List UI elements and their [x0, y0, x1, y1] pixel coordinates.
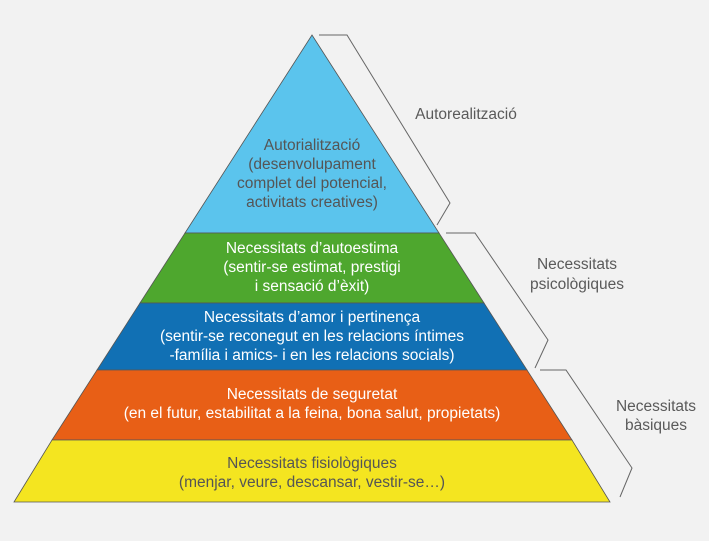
bracket-basic: [540, 369, 633, 498]
level-desc: (sentir-se reconegut en les relacions ín…: [160, 328, 464, 345]
group-label-basic: Necessitats bàsiques: [616, 398, 696, 434]
level-desc: (menjar, veure, descansar, vestir-se…): [179, 474, 445, 491]
level-text-safety: Necessitats de seguretat (en el futur, e…: [124, 386, 501, 422]
level-desc: (desenvolupament: [248, 156, 376, 173]
level-desc: (en el futur, estabilitat a la feina, bo…: [124, 405, 501, 422]
level-desc: activitats creatives): [246, 194, 378, 211]
level-title: Necessitats d’amor i pertinença: [204, 309, 421, 326]
group-label-line: Necessitats: [616, 398, 696, 415]
group-label-line: Necessitats: [537, 256, 617, 273]
bracket-psychological: [446, 232, 549, 369]
group-label-line: bàsiques: [625, 417, 687, 434]
bracket-self-actualization: [319, 34, 451, 226]
level-desc: (sentir-se estimat, prestigi: [223, 259, 400, 276]
level-desc: -família i amics- i en les relacions soc…: [169, 347, 454, 364]
group-label-self-actualization: Autorealització: [415, 106, 517, 123]
level-title: Necessitats fisiològiques: [227, 455, 397, 472]
level-title: Necessitats d’autoestima: [226, 240, 399, 257]
group-label-psychological: Necessitats psicològiques: [530, 256, 624, 293]
level-text-physiological: Necessitats fisiològiques (menjar, veure…: [179, 455, 445, 491]
level-text-love-belonging: Necessitats d’amor i pertinença (sentir-…: [160, 309, 464, 364]
level-physiological: [13, 439, 611, 503]
level-text-self-actualization: Autorialització (desenvolupament complet…: [237, 137, 387, 211]
level-desc: i sensació d’èxit): [255, 278, 370, 295]
level-text-esteem: Necessitats d’autoestima (sentir-se esti…: [223, 240, 400, 295]
level-title: Autorialització: [264, 137, 361, 154]
group-label-line: psicològiques: [530, 276, 624, 293]
level-title: Necessitats de seguretat: [227, 386, 398, 403]
level-desc: complet del potencial,: [237, 175, 387, 192]
